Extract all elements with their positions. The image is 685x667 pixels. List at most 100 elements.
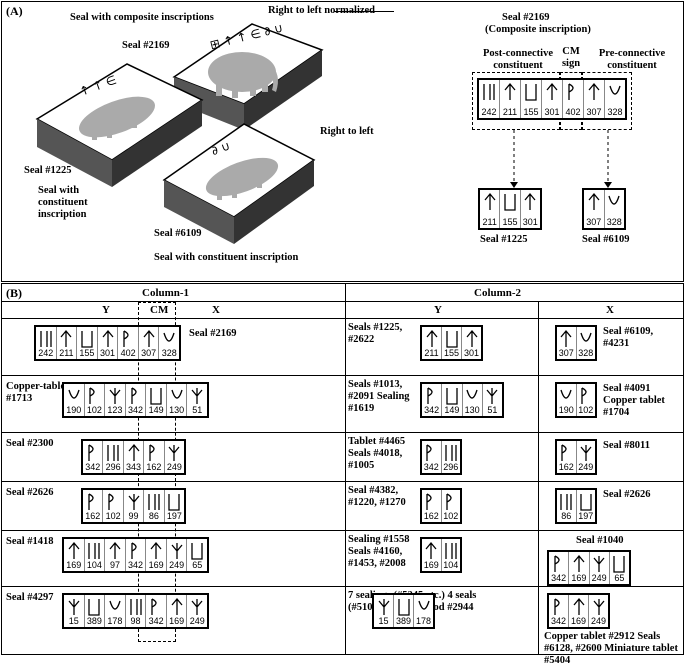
col2x1-sign-0: 190	[557, 384, 577, 416]
subheader-rule	[2, 318, 683, 319]
col2y3-sign-1: 102	[442, 490, 461, 522]
row2-sign-2: 343	[124, 441, 145, 473]
row3-sign-4: 197	[165, 490, 184, 522]
row1-sign-0: 190	[64, 384, 85, 416]
panel-a: (A) ⊞ ↑ ↑ ∈ ∂ ∪ ↑ ↑ ∈ ∂ ∪ Seal with comp…	[1, 1, 684, 282]
panel-a-tag: (A)	[6, 4, 23, 18]
caption-6109: Seal #6109	[582, 234, 630, 245]
col2x4-sign-1: 169	[569, 552, 590, 584]
col2y4-sign-0: 169	[422, 539, 442, 571]
sign-number: 249	[578, 462, 594, 472]
cm-sign-label: CM sign	[561, 46, 581, 69]
column-divider	[345, 284, 346, 654]
row-left-label: Seal #2300	[6, 438, 54, 449]
sign-number: 155	[502, 217, 518, 227]
col2-y-box: 169 104	[420, 537, 462, 573]
col2-y-label: Seals #1225, #2622	[348, 322, 403, 345]
sign-number: 123	[107, 405, 123, 415]
col2x5-sign-2: 249	[589, 595, 608, 627]
sign-number: 249	[169, 560, 185, 570]
rtl-normalized-label: Right to left normalized	[268, 5, 376, 16]
sign-number: 169	[423, 560, 439, 570]
sign-number: 97	[109, 560, 120, 570]
sign-number: 328	[607, 107, 623, 117]
sign-number: 104	[443, 560, 459, 570]
sign-number: 342	[128, 405, 144, 415]
row1-sign-1: 102	[85, 384, 106, 416]
row-left-label: Copper-tablet #1713	[6, 381, 69, 404]
row-rule	[2, 530, 683, 531]
col1-x-header: X	[212, 304, 220, 316]
row2-sign-4: 249	[165, 441, 184, 473]
column-1-header: Column-1	[142, 287, 190, 299]
row5-sign-6: 249	[187, 595, 207, 627]
col2-x-label: Seal #2626	[603, 489, 651, 500]
sign-number: 249	[189, 616, 205, 626]
sign-number: 178	[107, 616, 123, 626]
col2x2-sign-0: 162	[557, 441, 577, 473]
row5-sign-5: 169	[167, 595, 188, 627]
row0-sign-6: 328	[159, 327, 179, 359]
col2-y-label: Seals #1013, #2091 Sealing #1619	[348, 379, 410, 414]
sign-number: 162	[558, 462, 574, 472]
row5-sign-3: 98	[126, 595, 147, 627]
row0-sign-4: 402	[118, 327, 139, 359]
sign-number: 99	[128, 511, 139, 521]
col2y5-sign-1: 389	[394, 595, 414, 627]
sign-number: 51	[487, 405, 498, 415]
col2y4-sign-1: 104	[442, 539, 461, 571]
col1-cm-header: CM	[150, 304, 169, 316]
sign-number: 211	[59, 348, 74, 358]
sign-number: 102	[443, 511, 459, 521]
row4-sign-4: 169	[146, 539, 167, 571]
sign-number: 242	[38, 348, 54, 358]
col2-x-label: Copper tablet #2912 Seals #6128, #2600 M…	[544, 631, 678, 666]
col2y1-sign-1: 149	[442, 384, 463, 416]
box-1225-sign-0: 211	[480, 190, 501, 228]
row-left-label: Seal #2626	[6, 487, 54, 498]
row1-sign-5: 130	[167, 384, 188, 416]
sign-number: 249	[590, 616, 607, 626]
rtl-normalized-arrow	[334, 11, 394, 12]
row5-sign-0: 15	[64, 595, 85, 627]
col2-x-label: Seal #1040	[576, 535, 624, 546]
sign-number: 98	[130, 616, 141, 626]
col2-x-label: Seal #4091 Copper tablet #1704	[603, 383, 665, 418]
post-connective-label: Post-connective constituent	[483, 48, 553, 71]
sign-number: 190	[558, 405, 574, 415]
sign-number: 402	[120, 348, 136, 358]
col2x4-sign-3: 65	[610, 552, 629, 584]
sign-number: 307	[586, 217, 602, 227]
sign-number: 65	[614, 573, 625, 583]
col2x3-sign-1: 197	[577, 490, 596, 522]
row3-sign-2: 99	[124, 490, 145, 522]
col2x0-sign-0: 307	[557, 327, 577, 359]
sign-number: 130	[169, 405, 185, 415]
sign-number: 342	[550, 616, 567, 626]
col2x5-sign-0: 342	[549, 595, 569, 627]
seal-illustrations: ⊞ ↑ ↑ ∈ ∂ ∪ ↑ ↑ ∈ ∂ ∪	[35, 22, 324, 244]
row4-sign-6: 65	[187, 539, 207, 571]
sign-number: 169	[570, 616, 587, 626]
col2y2-sign-1: 296	[442, 441, 461, 473]
box-main-sign-5: 307	[584, 80, 605, 118]
pre-connective-label: Pre-connective constituent	[598, 48, 666, 71]
row-rule	[2, 481, 683, 482]
sign-number: 342	[551, 573, 567, 583]
sign-number: 389	[86, 616, 102, 626]
sign-number: 178	[415, 616, 432, 626]
sign-number: 102	[86, 405, 102, 415]
sign-number: 86	[148, 511, 159, 521]
sign-number: 162	[85, 511, 101, 521]
col2y0-sign-0: 211	[422, 327, 442, 359]
box-6109-sign-0: 307	[584, 190, 605, 228]
col2y1-sign-3: 51	[483, 384, 502, 416]
sign-number: 296	[105, 462, 121, 472]
